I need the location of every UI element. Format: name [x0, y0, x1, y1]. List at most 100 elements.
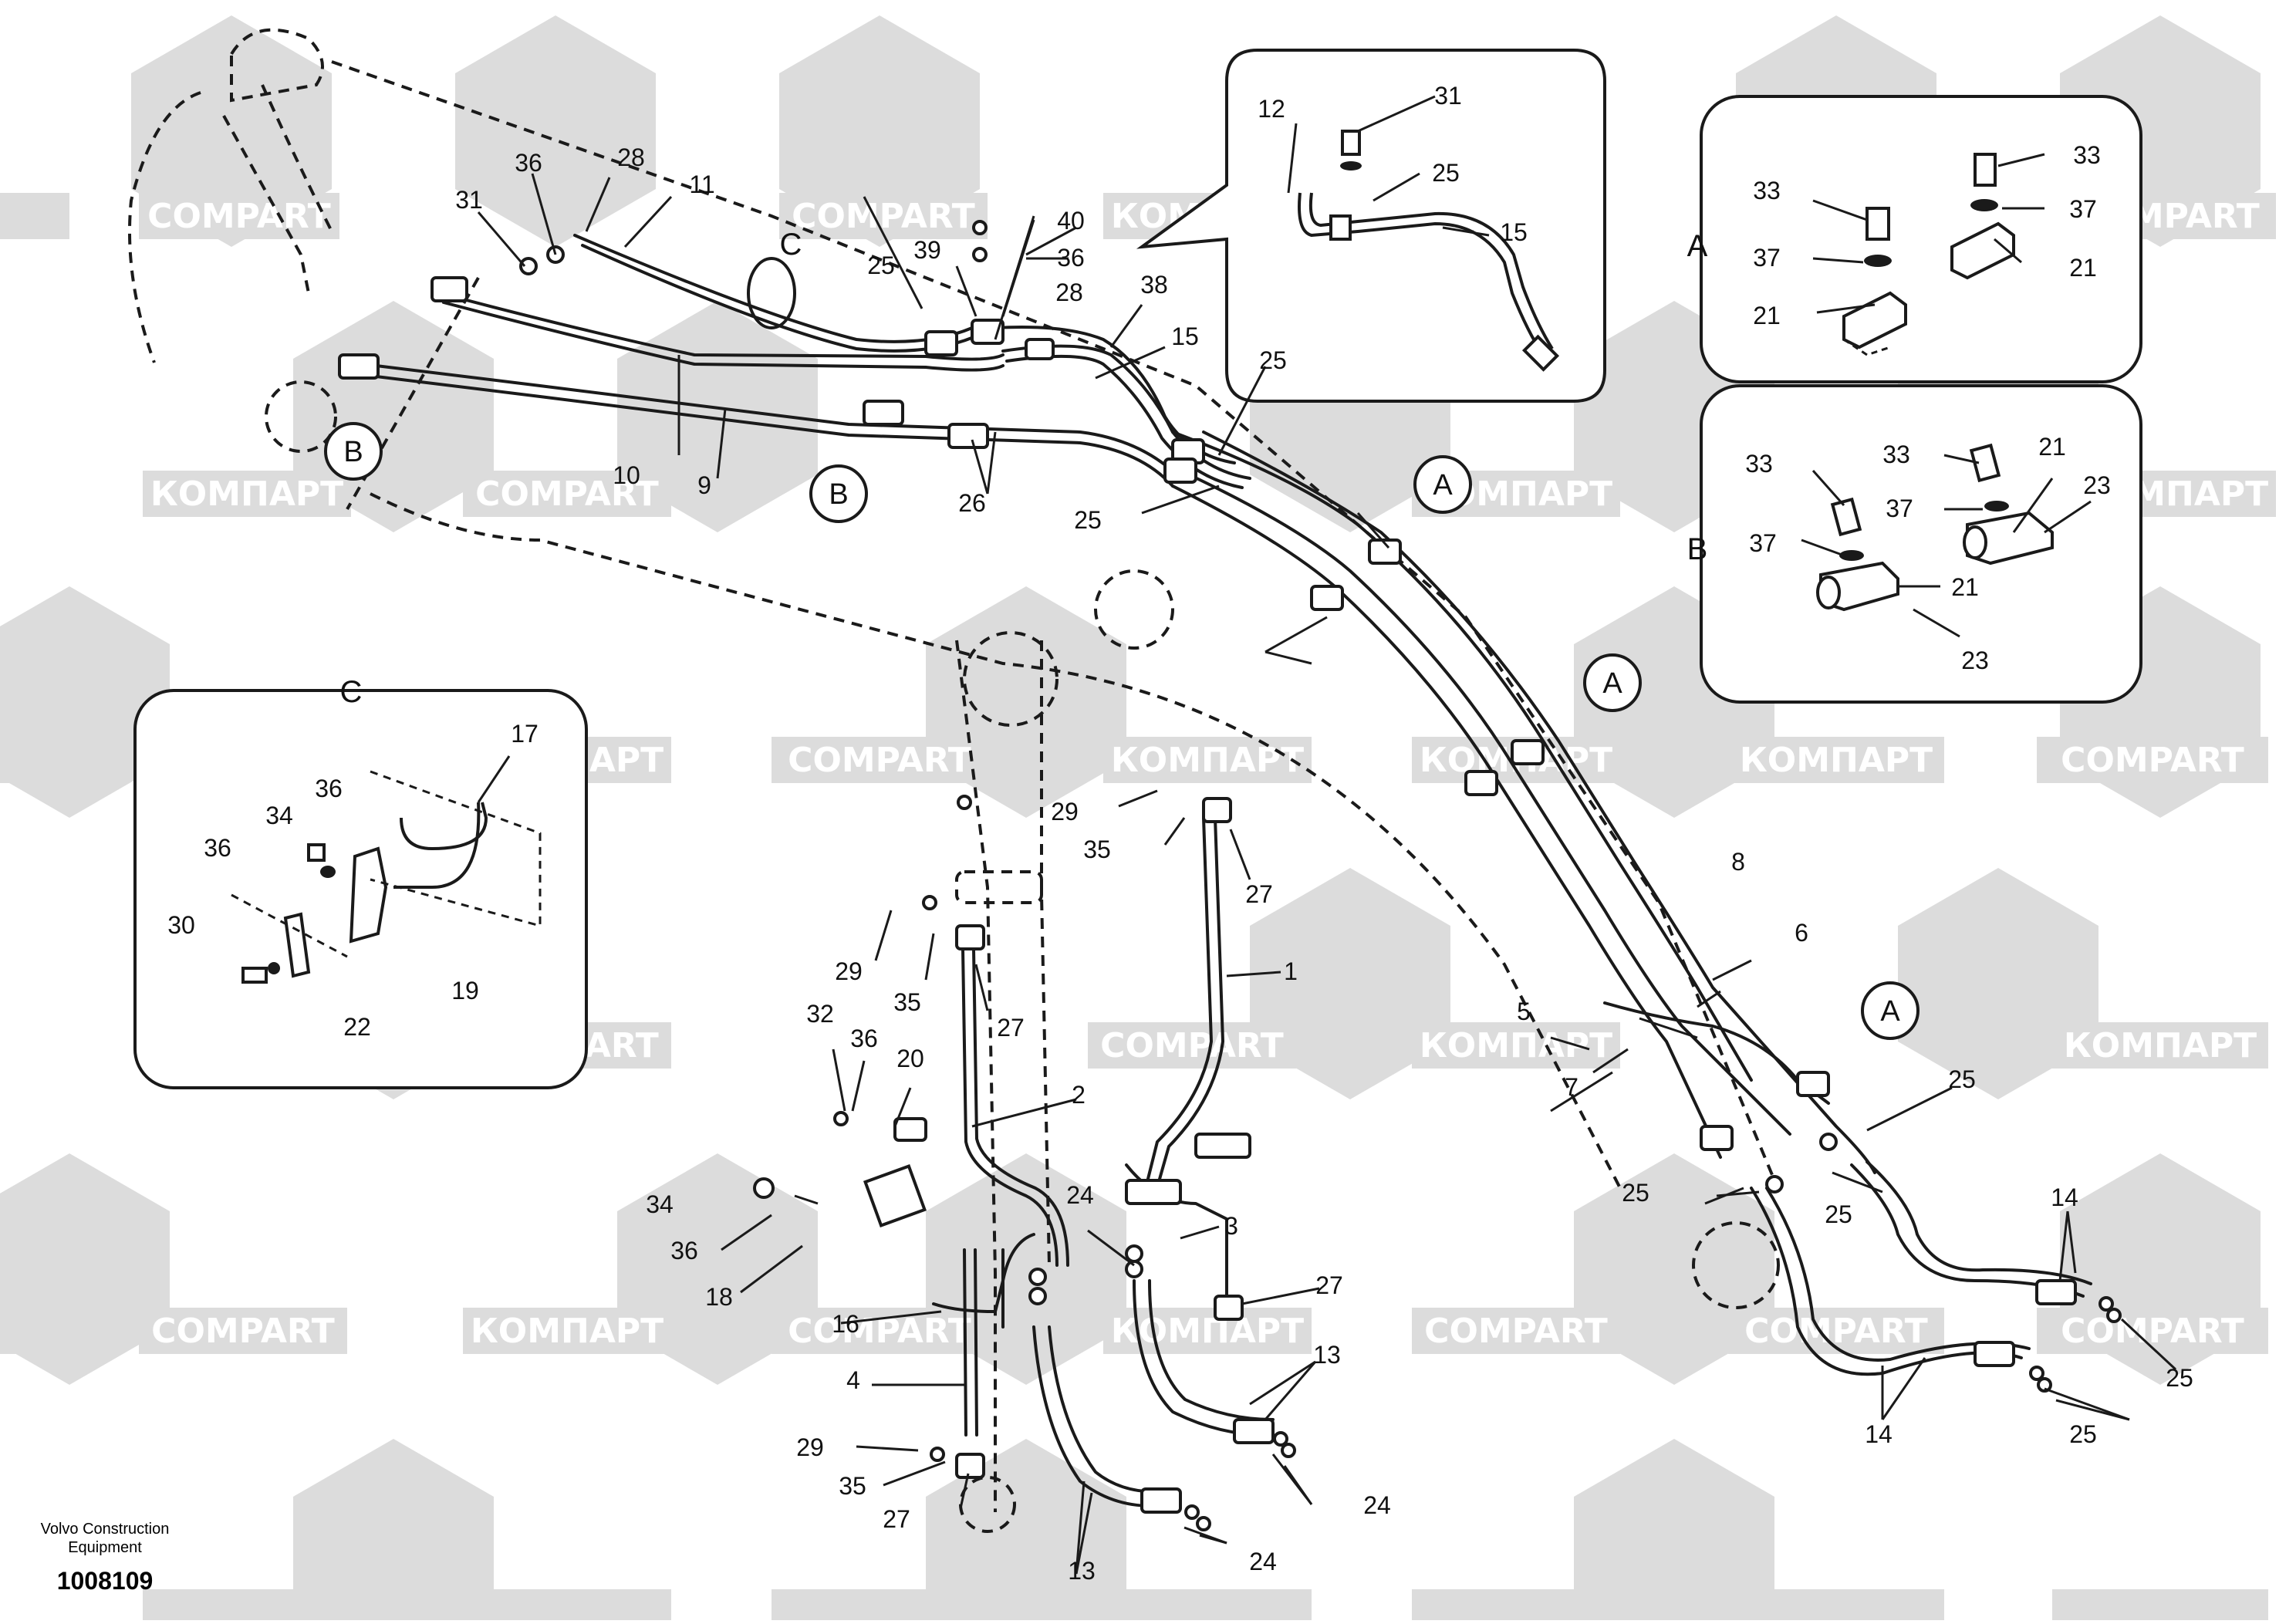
svg-text:COMPART: COMPART [2061, 1312, 2244, 1351]
callout-1: 1 [1284, 957, 1298, 985]
callout-2: 2 [1072, 1081, 1086, 1109]
watermark-row-6 [143, 1589, 2268, 1620]
pipe-2 [961, 947, 1059, 1267]
callout-8: 8 [1731, 848, 1745, 876]
ref-circle-b-2: B [809, 464, 868, 523]
svg-text:COMPART: COMPART [788, 741, 971, 780]
callout-34-d: 34 [646, 1190, 674, 1218]
callout-27-c: 27 [1315, 1271, 1343, 1299]
callout-36: 36 [515, 149, 542, 177]
callout-10: 10 [613, 461, 640, 489]
callout-40: 40 [1057, 207, 1085, 235]
callout-31-b: 31 [1434, 82, 1462, 110]
svg-text:КОМПАРТ: КОМПАРТ [150, 474, 343, 514]
callout-25-g: 25 [1825, 1200, 1852, 1228]
callout-25-b: 25 [1259, 346, 1287, 374]
callout-25-d: 25 [1432, 159, 1460, 187]
callout-33-b2: 33 [1882, 441, 1910, 468]
drawing-number: 1008109 [57, 1567, 154, 1595]
callout-32: 32 [806, 1000, 834, 1028]
callout-23-b2: 23 [1961, 647, 1989, 674]
callout-33-b1: 33 [1745, 450, 1773, 478]
pipe-10 [438, 292, 1004, 361]
detail-titles: C A B C [340, 228, 1708, 709]
callout-25-e: 25 [1948, 1065, 1976, 1093]
hose-13 [1032, 1325, 1174, 1508]
callout-35-c: 35 [839, 1472, 866, 1500]
callout-21-a1: 21 [2069, 254, 2097, 282]
callout-37-b1: 37 [1886, 495, 1913, 522]
svg-text:КОМПАРТ: КОМПАРТ [1740, 741, 1933, 780]
detail-inset-b [1700, 384, 2142, 704]
callout-33-a2: 33 [1753, 177, 1781, 204]
callout-37-a2: 37 [1753, 244, 1781, 272]
callout-33-a1: 33 [2073, 141, 2101, 169]
pipe-15 [1001, 344, 1251, 480]
callout-24-b: 24 [1363, 1491, 1391, 1519]
svg-text:КОМПАРТ: КОМПАРТ [1111, 741, 1304, 780]
svg-text:КОМПАРТ: КОМПАРТ [1111, 1312, 1304, 1351]
callout-25-c: 25 [1074, 506, 1102, 534]
callout-36-b: 36 [1057, 244, 1085, 272]
section-mark-c [747, 257, 796, 329]
svg-text:COMPART: COMPART [147, 197, 331, 236]
callout-14-b: 14 [1865, 1420, 1893, 1448]
svg-text:COMPART: COMPART [792, 197, 975, 236]
callout-36-e: 36 [670, 1237, 698, 1264]
callout-27-a: 27 [1245, 880, 1273, 908]
callout-18: 18 [705, 1283, 733, 1311]
callout-25-i: 25 [2069, 1420, 2097, 1448]
callout-36-d: 36 [850, 1025, 878, 1052]
svg-text:COMPART: COMPART [1100, 1026, 1284, 1065]
callout-19: 19 [451, 977, 479, 1004]
callout-36-c2: 36 [204, 834, 231, 862]
pipe-5 [1179, 469, 1791, 1136]
callout-21-a2: 21 [1753, 302, 1781, 329]
detail-inset-top [1136, 49, 1606, 403]
footer: Volvo Construction Equipment 1008109 [41, 1521, 170, 1595]
callout-25-h: 25 [2166, 1364, 2193, 1392]
callout-35-a: 35 [1083, 836, 1111, 863]
detail-inset-a [1700, 95, 2142, 383]
callout-23-b1: 23 [2083, 471, 2111, 499]
callout-39: 39 [913, 236, 941, 264]
svg-text:COMPART: COMPART [151, 1312, 335, 1351]
svg-text:COMPART: COMPART [475, 474, 659, 514]
callout-29-b: 29 [835, 957, 863, 985]
callout-29-c: 29 [796, 1433, 824, 1461]
callout-20: 20 [896, 1045, 924, 1072]
callout-21-b2: 21 [1951, 573, 1979, 601]
callout-4: 4 [846, 1366, 860, 1394]
hydraulic-lines [349, 234, 2092, 1508]
callout-17: 17 [511, 720, 539, 748]
pipe-8 [1171, 430, 1753, 1082]
callout-27-d: 27 [883, 1505, 910, 1533]
pipe-7 [1171, 484, 1722, 1159]
callout-36-c1: 36 [315, 775, 343, 802]
ref-circle-b-1: B [324, 422, 383, 481]
pipe-1 [1140, 816, 1213, 1205]
maker-line-1: Volvo Construction [41, 1521, 170, 1538]
svg-text:A: A [1880, 995, 1900, 1028]
part-callouts: 36 28 31 11 10 9 25 39 40 36 28 38 15 25… [167, 82, 2193, 1585]
svg-text:COMPART: COMPART [2061, 741, 2244, 780]
callout-24-a: 24 [1066, 1181, 1094, 1209]
svg-text:B: B [343, 436, 363, 468]
svg-text:B: B [829, 478, 848, 511]
callout-28-b: 28 [1055, 279, 1083, 306]
callout-25-a: 25 [867, 252, 895, 279]
leader-lines [477, 95, 2177, 1575]
svg-text:COMPART: COMPART [1744, 1312, 1928, 1351]
ref-circle-a-2: A [1583, 653, 1642, 712]
callout-24-c: 24 [1249, 1548, 1277, 1575]
callout-12: 12 [1258, 95, 1285, 123]
callout-29-a: 29 [1051, 798, 1079, 826]
callout-37-a1: 37 [2069, 195, 2097, 223]
callout-13-a: 13 [1313, 1341, 1341, 1369]
callout-25-f: 25 [1622, 1179, 1649, 1207]
detail-a-title: A [1687, 229, 1708, 263]
svg-text:КОМПАРТ: КОМПАРТ [2064, 1026, 2257, 1065]
svg-text:КОМПАРТ: КОМПАРТ [1420, 1026, 1612, 1065]
callout-27-b: 27 [997, 1014, 1025, 1042]
